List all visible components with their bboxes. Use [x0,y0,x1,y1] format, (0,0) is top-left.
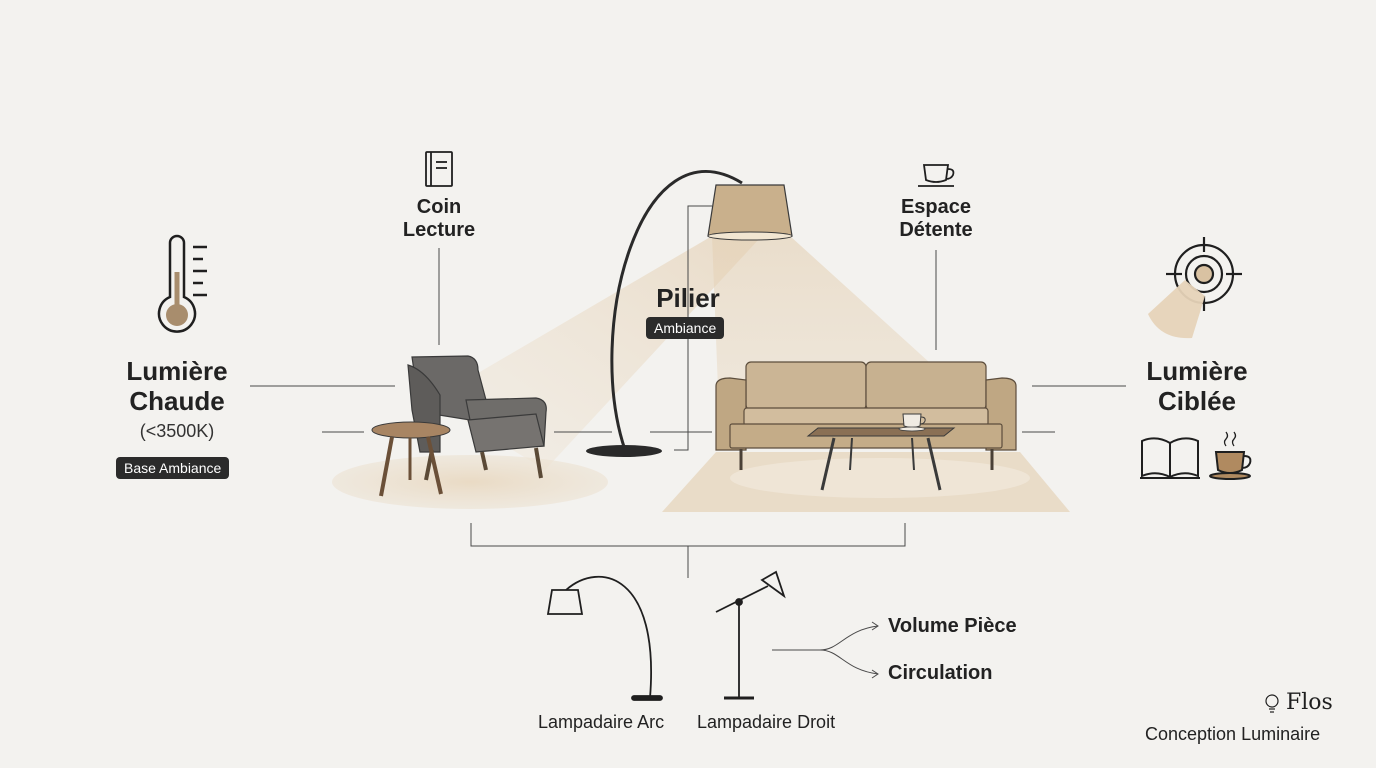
thermometer-icon [157,234,207,333]
straight-lamp-label: Lampadaire Droit [697,712,836,732]
reading-corner-line1: Coin [416,196,462,218]
targeted-light-title-line2: Ciblée [1157,385,1237,416]
bulb-icon [1265,694,1279,713]
reading-corner-line2: Lecture [402,219,476,241]
reading-corner-label: Coin Lecture [384,196,494,242]
coffee-table [806,413,956,491]
room-volume-label: Volume Pièce [888,615,1017,637]
warm-light-title: Lumière Chaude [108,356,246,417]
arc-lamp-icon [546,576,663,701]
connector-lines [250,205,1126,679]
base-ambiance-badge: Base Ambiance [116,457,230,479]
warm-light-title-line2: Chaude [129,385,225,416]
pillar-title: Pilier [656,283,720,313]
floor-light-spot-right [730,458,1030,498]
ambiance-badge: Ambiance [646,317,725,339]
relax-space-line2: Détente [899,219,973,241]
targeted-light-title-line1: Lumière [1146,356,1248,386]
target-spotlight-icon [1148,237,1242,339]
brand-name: Flos [1286,690,1333,715]
cup-icon [918,164,955,187]
straight-lamp-icon [715,570,786,700]
floor-light-pool-left [332,455,608,509]
open-book-icon [1140,437,1200,479]
side-table [371,421,451,497]
arc-floor-lamp [586,170,793,457]
warm-light-title-line1: Lumière [126,356,228,386]
arc-lamp-label: Lampadaire Arc [538,712,665,732]
targeted-light-title: Lumière Ciblée [1128,356,1266,417]
warm-light-temperature: (<3500K) [139,421,215,441]
relax-space-label: Espace Détente [876,196,996,242]
brand-tagline: Conception Luminaire [1145,724,1321,744]
relax-space-line1: Espace [900,196,972,218]
steaming-cup-icon [1209,431,1252,480]
circulation-label: Circulation [888,662,993,684]
book-icon [425,151,453,187]
